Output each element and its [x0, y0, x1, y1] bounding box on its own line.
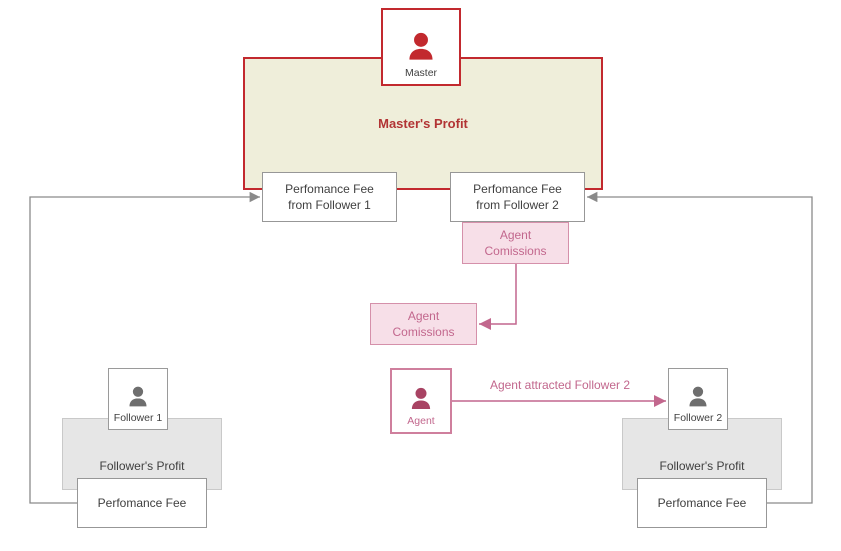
connector-follower2-fee-to-master: [587, 191, 813, 504]
follower1-label: Follower 1: [113, 412, 163, 425]
master-label: Master: [404, 67, 438, 80]
follower2-node: Follower 2: [668, 368, 728, 430]
agent-commissions-upper-line2: Comissions: [484, 244, 547, 258]
fee-from-follower2-box: Perfomance Fee from Follower 2: [450, 172, 585, 222]
connector-follower1-fee-to-master: [29, 191, 260, 504]
follower2-person-icon: [689, 387, 707, 407]
fee-from-follower1-line2: from Follower 1: [288, 198, 371, 212]
fee-from-follower1-line1: Perfomance Fee: [285, 181, 374, 196]
agent-commissions-lower-line2: Comissions: [392, 325, 455, 339]
follower2-label: Follower 2: [673, 412, 723, 425]
agent-label: Agent: [407, 415, 435, 428]
fee-from-follower2-line2: from Follower 2: [476, 198, 559, 212]
connector-commissions-elbow: [479, 264, 517, 330]
master-profit-label: Master's Profit: [378, 116, 468, 131]
follower2-profit-label: Follower's Profit: [659, 459, 745, 473]
agent-commissions-lower-box: Agent Comissions: [370, 303, 477, 345]
agent-arrow-label: Agent attracted Follower 2: [489, 378, 631, 392]
follower1-node: Follower 1: [108, 368, 168, 430]
master-node: Master: [381, 8, 461, 86]
fee-from-follower1-box: Perfomance Fee from Follower 1: [262, 172, 397, 222]
follower1-person-icon: [129, 387, 147, 407]
follower2-fee-box: Perfomance Fee: [637, 478, 767, 528]
agent-commissions-lower-line1: Agent: [407, 308, 440, 323]
master-person-icon: [409, 33, 433, 61]
agent-commissions-upper-box: Agent Comissions: [462, 222, 569, 264]
fee-from-follower2-line1: Perfomance Fee: [473, 181, 562, 196]
follower1-profit-label: Follower's Profit: [99, 459, 185, 473]
agent-commissions-upper-line1: Agent: [499, 227, 532, 242]
follower1-fee-box: Perfomance Fee: [77, 478, 207, 528]
agent-node: Agent: [390, 368, 452, 434]
follower1-fee-label: Perfomance Fee: [97, 495, 187, 510]
follower2-fee-label: Perfomance Fee: [657, 495, 747, 510]
agent-person-icon: [411, 388, 431, 410]
